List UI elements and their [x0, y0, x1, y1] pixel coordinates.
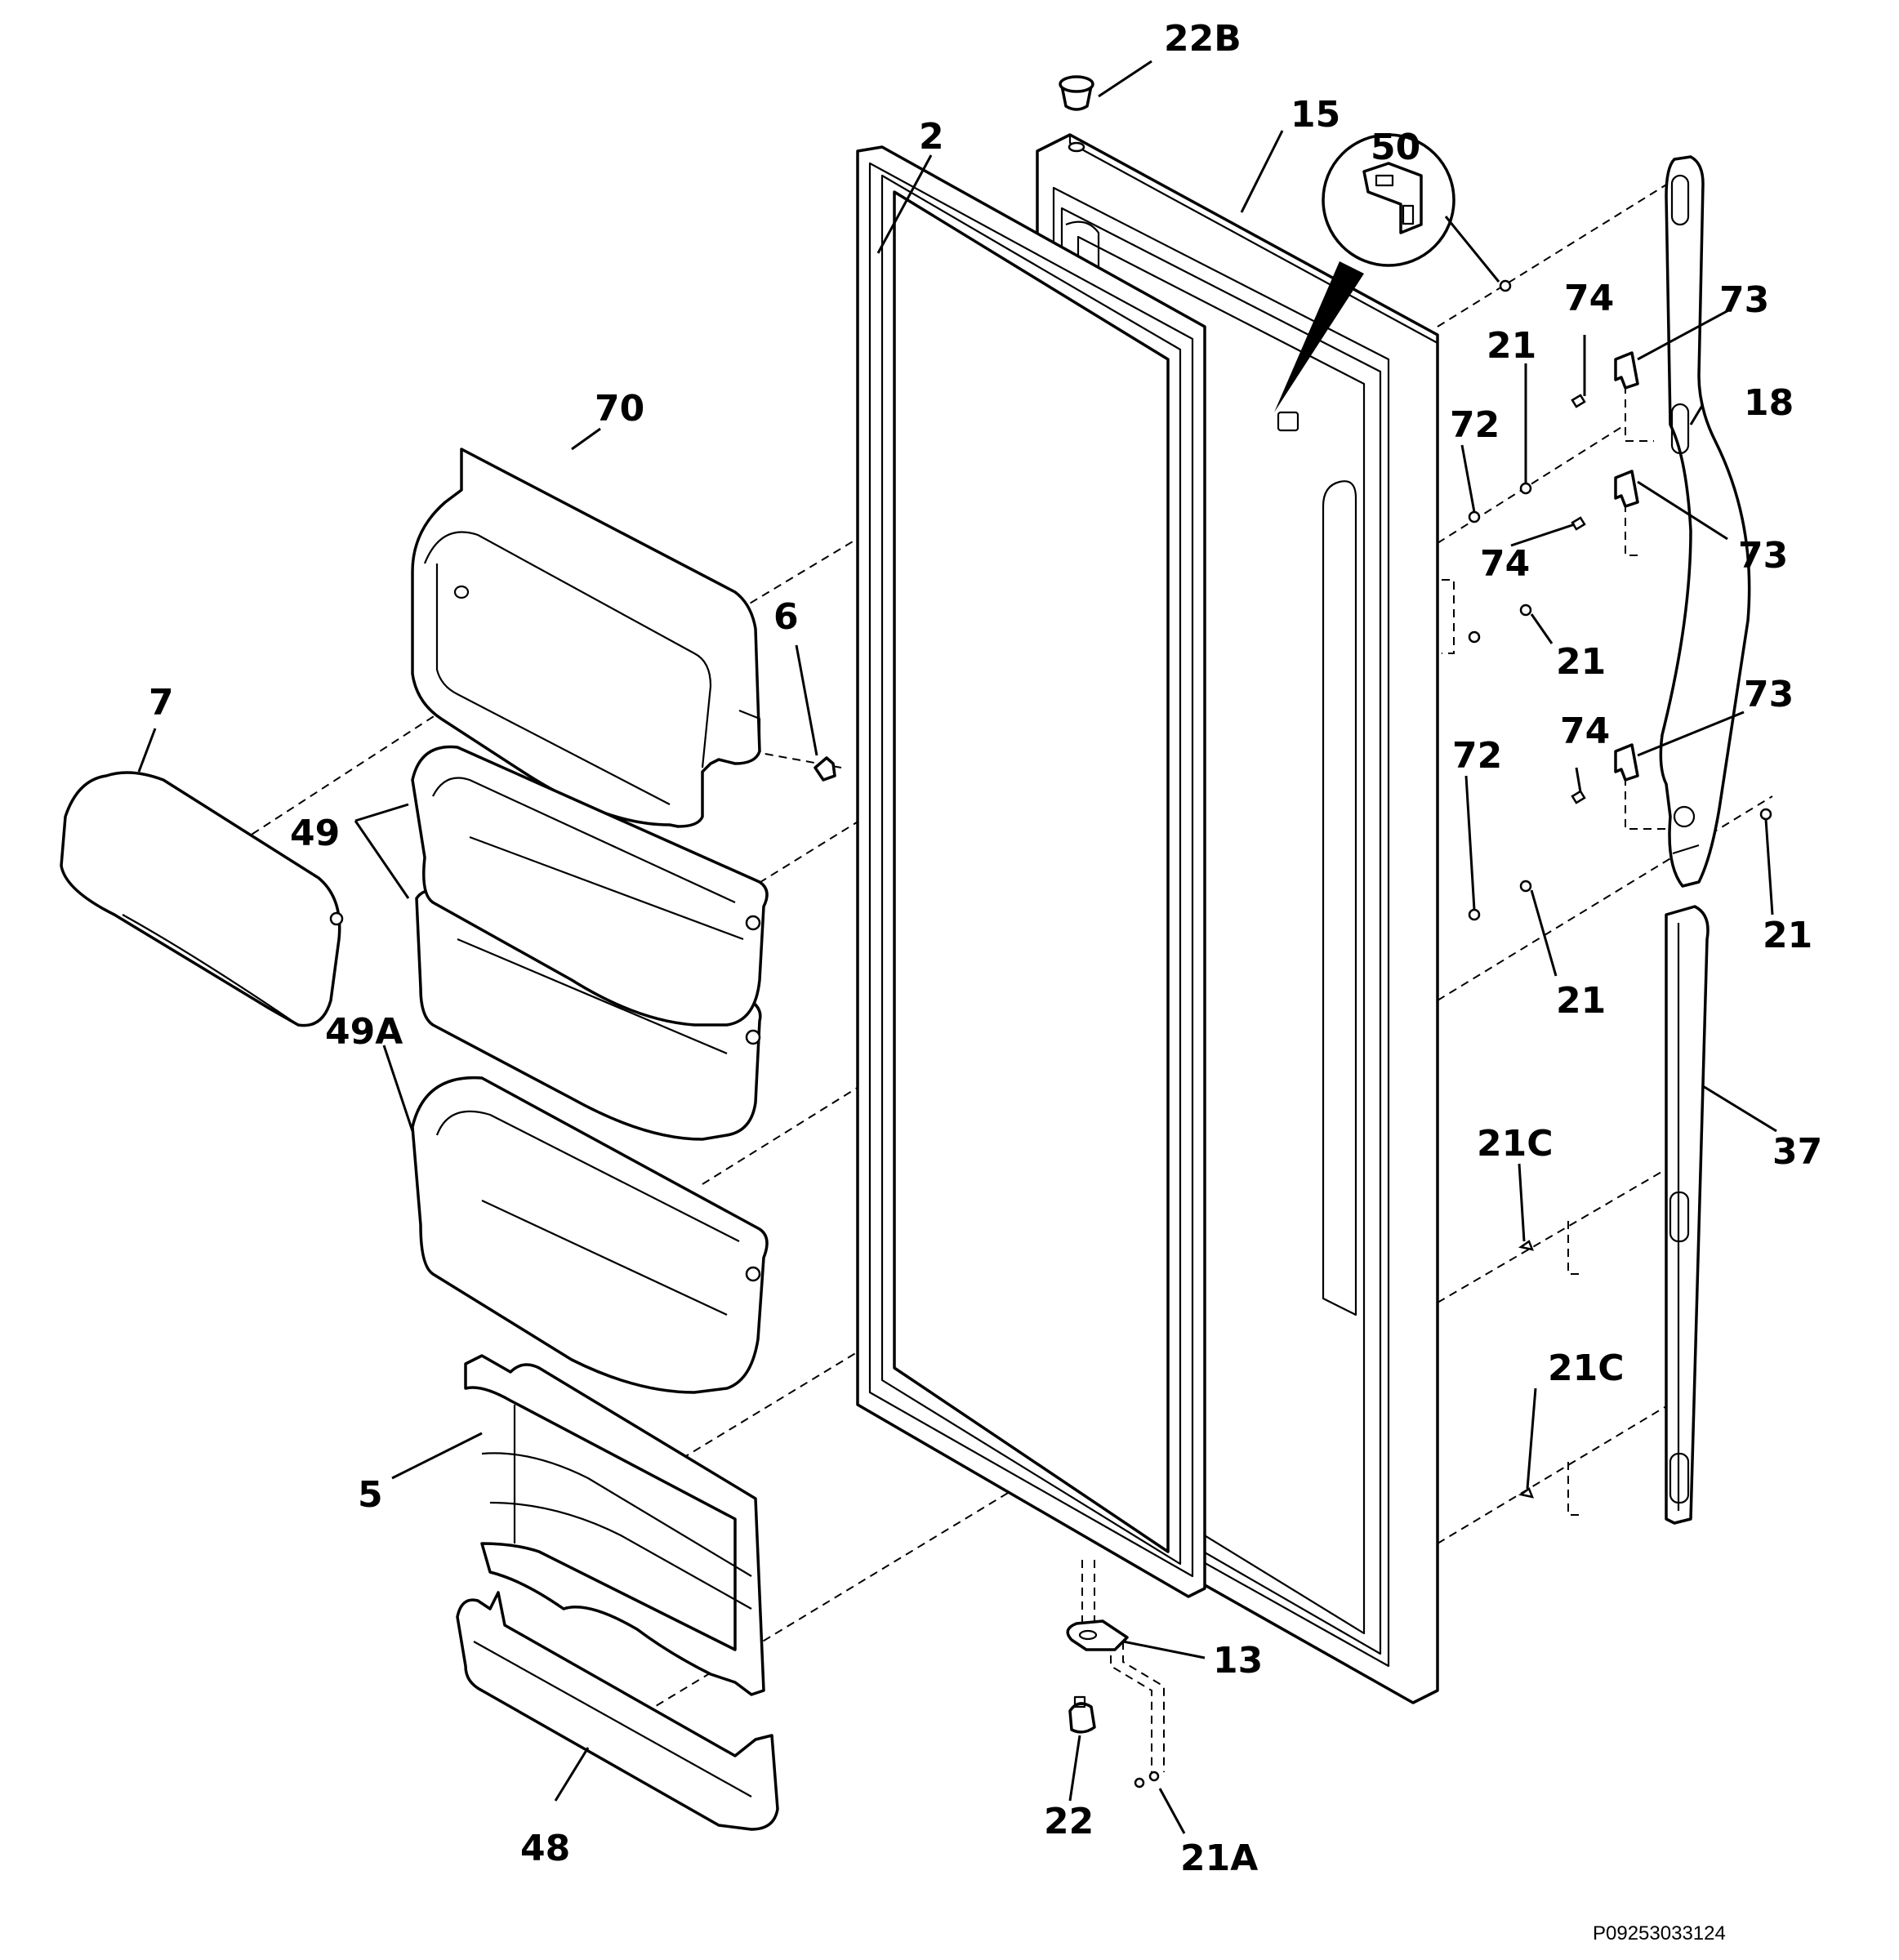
cover-7	[60, 771, 344, 1027]
callout-49A: 49A	[325, 1011, 403, 1053]
callout-73-mid: 73	[1738, 535, 1788, 577]
callout-5: 5	[358, 1474, 383, 1516]
callout-72-mid: 72	[1452, 735, 1502, 777]
bin-49A	[411, 1076, 769, 1394]
callout-70: 70	[595, 388, 644, 430]
callout-21-low: 21	[1556, 980, 1606, 1022]
cap-22B	[1059, 75, 1094, 111]
hinge-13	[1066, 1619, 1129, 1651]
part-50-installed	[1277, 411, 1299, 432]
callout-22B: 22B	[1164, 18, 1241, 60]
clip-6	[814, 756, 836, 782]
clips-73	[1614, 351, 1639, 782]
callout-21A: 21A	[1180, 1838, 1258, 1879]
gasket-2	[856, 145, 1206, 1598]
callout-21-right: 21	[1763, 915, 1812, 956]
callout-37: 37	[1772, 1131, 1822, 1173]
callout-13: 13	[1213, 1640, 1263, 1682]
callout-50: 50	[1371, 127, 1420, 168]
callout-74-mid: 74	[1480, 543, 1530, 585]
fasteners	[1134, 279, 1772, 1788]
handle-trim-37	[1665, 905, 1710, 1525]
callouts: 22B 2 15 50 74 73 21 18 72 74 73 70 6 21…	[149, 18, 1822, 1944]
callout-22: 22	[1044, 1801, 1094, 1842]
callout-21-top: 21	[1487, 325, 1536, 367]
callout-18: 18	[1744, 382, 1794, 424]
rack-5	[464, 1354, 765, 1696]
bin-48	[456, 1591, 779, 1831]
bushing-22	[1068, 1695, 1096, 1734]
callout-21C-lower: 21C	[1548, 1348, 1625, 1389]
callout-21C-upper: 21C	[1477, 1123, 1554, 1165]
callout-73-top: 73	[1719, 279, 1769, 321]
callout-15: 15	[1291, 94, 1340, 136]
bin-70	[411, 448, 761, 828]
callout-2: 2	[919, 116, 944, 158]
bins-49	[411, 745, 769, 1141]
callout-73-low: 73	[1744, 674, 1794, 715]
callout-6: 6	[773, 596, 799, 638]
callout-74-top: 74	[1564, 278, 1614, 319]
callout-21-mid: 21	[1556, 641, 1606, 683]
callout-48: 48	[520, 1828, 570, 1869]
drawing-code: P09253033124	[1593, 1922, 1726, 1944]
hinge-bracket-zoom-50	[1274, 133, 1455, 412]
callout-72-top: 72	[1450, 404, 1500, 446]
leader-lines	[137, 60, 1777, 1834]
callout-7: 7	[149, 682, 174, 724]
callout-74-low: 74	[1560, 710, 1610, 752]
callout-49: 49	[290, 813, 340, 854]
handle-18	[1659, 155, 1751, 888]
